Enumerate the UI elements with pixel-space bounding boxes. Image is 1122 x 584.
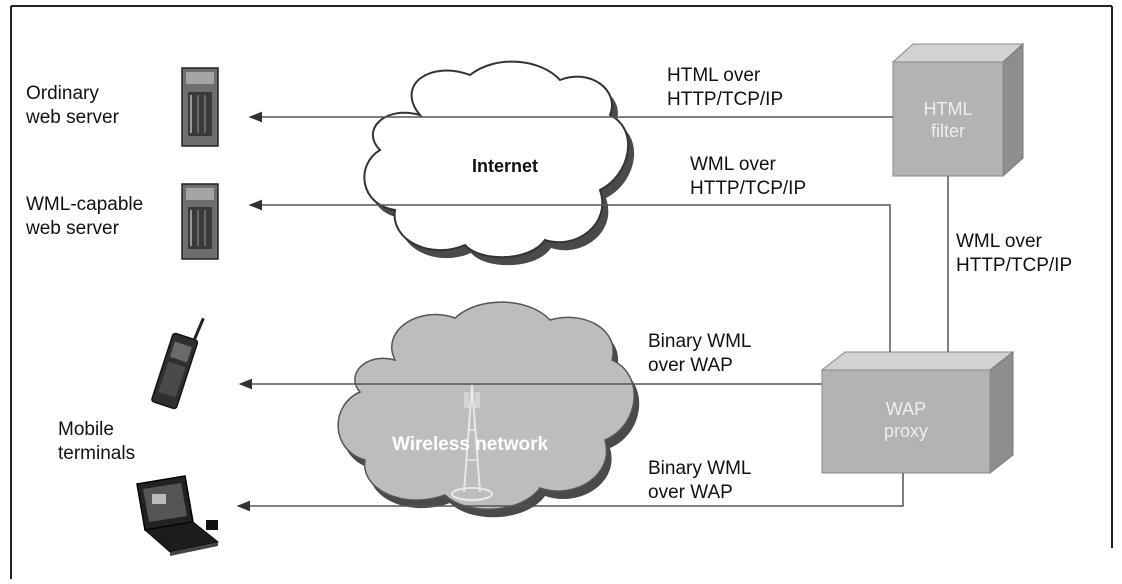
link-wap-proxy-to-wml-server bbox=[248, 199, 891, 352]
wireless-network-cloud bbox=[337, 301, 640, 518]
internet-label: Internet bbox=[471, 156, 538, 176]
diagram-border bbox=[10, 5, 1113, 579]
mobile-phone-icon bbox=[151, 317, 205, 410]
ordinary-server-icon bbox=[181, 67, 219, 147]
internet-cloud bbox=[363, 60, 635, 266]
laptop-icon bbox=[136, 475, 220, 556]
antenna-tower-icon bbox=[451, 384, 493, 501]
wml-server-icon bbox=[181, 183, 219, 260]
wireless-network-label: Wireless network bbox=[391, 434, 549, 455]
connection-lines bbox=[236, 111, 949, 512]
link-wap-proxy-to-laptop bbox=[236, 473, 904, 512]
wap-proxy-box bbox=[820, 350, 1015, 475]
